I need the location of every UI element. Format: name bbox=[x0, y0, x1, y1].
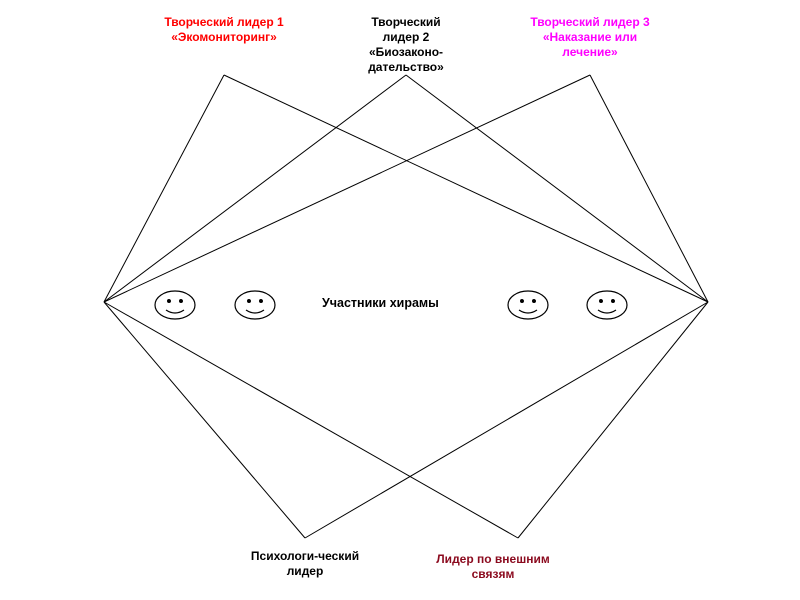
line-right-to-psychologist bbox=[304, 301, 709, 539]
smiley-face-icon bbox=[154, 290, 196, 320]
smiley-face-icon bbox=[586, 290, 628, 320]
line-left-to-leader-1 bbox=[103, 74, 225, 303]
connection-lines bbox=[103, 74, 709, 539]
line-right-to-external-leader bbox=[517, 301, 709, 539]
line-left-to-leader-3 bbox=[103, 74, 591, 303]
participants-label: Участники хирамы bbox=[322, 296, 439, 310]
line-right-to-leader-2 bbox=[405, 74, 709, 303]
leader-2-label: Творческий лидер 2 «Биозаконо- дательств… bbox=[368, 15, 444, 74]
line-right-to-leader-1 bbox=[223, 74, 709, 303]
line-left-to-leader-2 bbox=[103, 74, 407, 303]
line-right-to-leader-3 bbox=[589, 74, 709, 303]
psychologist-label: Психологи-ческий лидер bbox=[250, 549, 360, 578]
line-left-to-psychologist bbox=[103, 301, 306, 539]
smiley-face-icon bbox=[234, 290, 276, 320]
smiley-face-icon bbox=[507, 290, 549, 320]
external-leader-label: Лидер по внешним связям bbox=[436, 552, 550, 581]
leader-3-label: Творческий лидер 3 «Наказание или лечени… bbox=[530, 15, 650, 59]
line-left-to-external-leader bbox=[103, 301, 519, 539]
participants bbox=[154, 290, 628, 320]
leader-1-label: Творческий лидер 1 «Экомониторинг» bbox=[164, 15, 284, 44]
